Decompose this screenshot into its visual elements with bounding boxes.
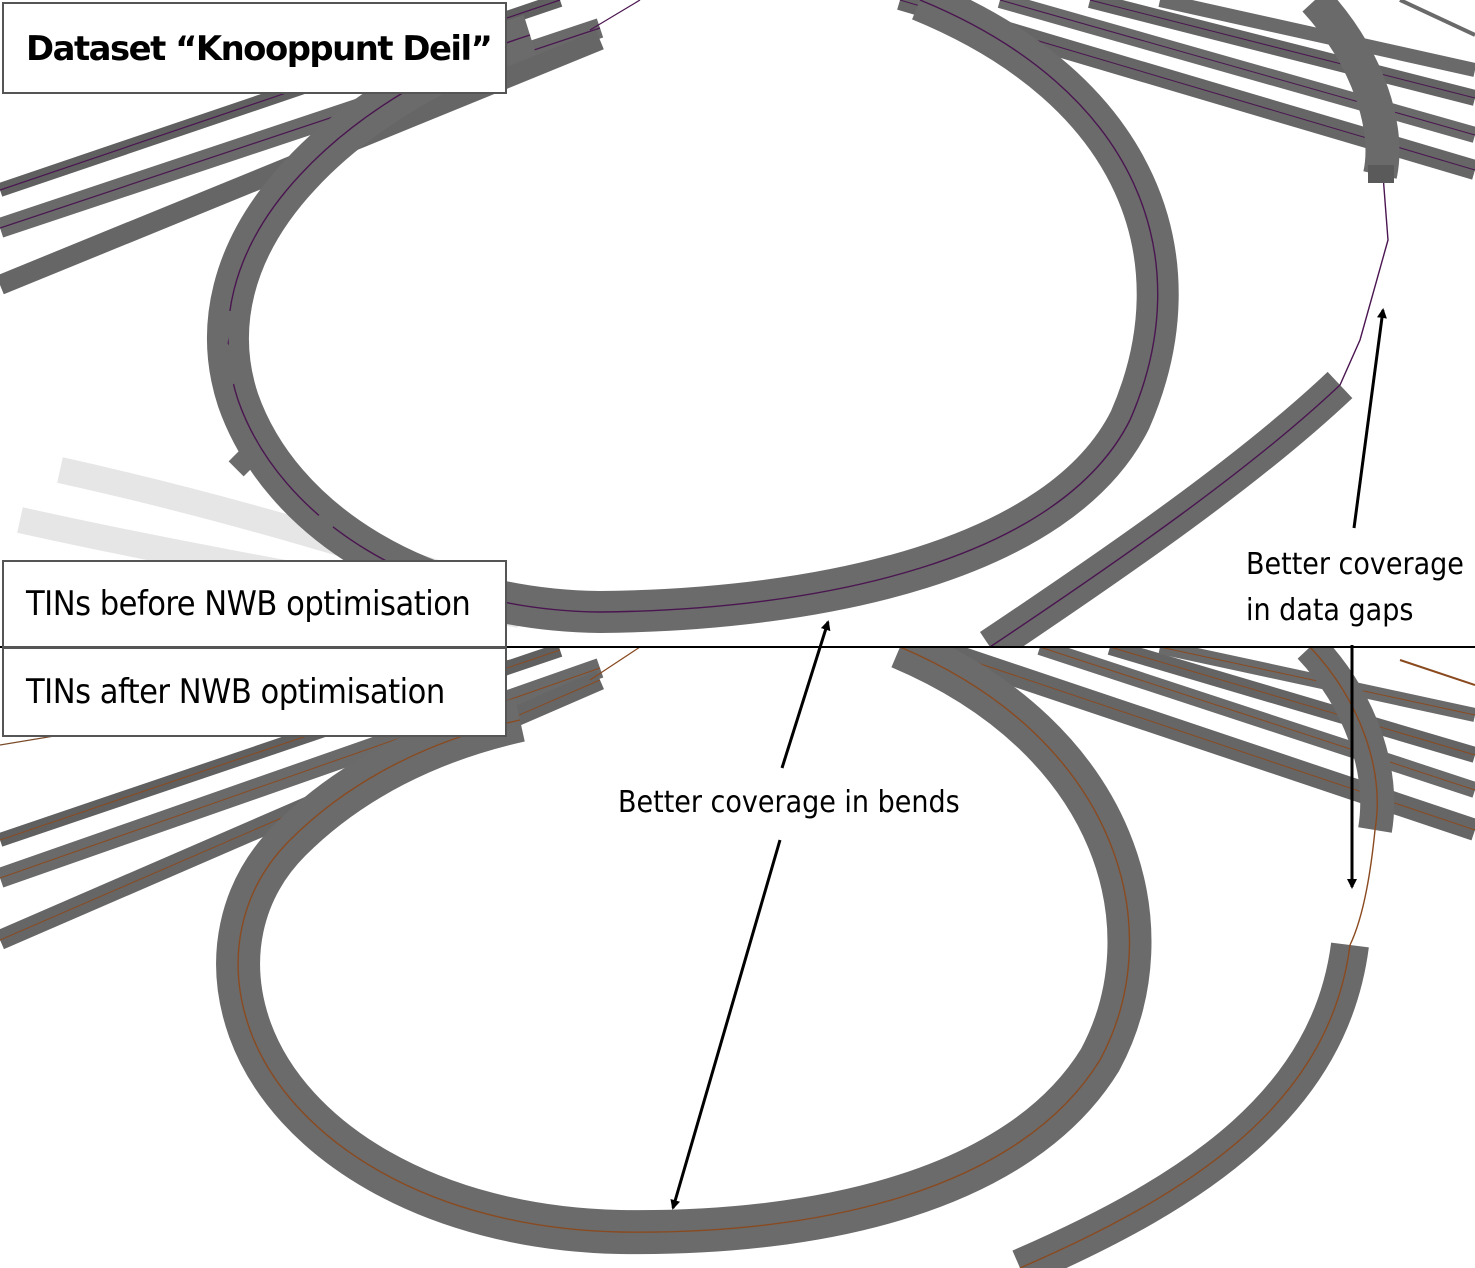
annotation-bends: Better coverage in bends — [612, 780, 966, 826]
ramp-before — [979, 0, 1400, 647]
arrow-gaps-up — [1352, 308, 1387, 529]
annotation-data-gaps-line1: Better coverage — [1246, 547, 1464, 582]
arrow-bends-down — [670, 839, 782, 1210]
annotation-data-gaps: Better coverage in data gaps — [1242, 542, 1468, 634]
panel-label-after: TINs after NWB optimisation — [2, 647, 507, 737]
arrows — [670, 308, 1387, 1210]
loop-road-after — [216, 647, 1152, 1255]
panel-before — [0, 0, 1475, 647]
annotation-data-gaps-line2: in data gaps — [1246, 593, 1414, 628]
panel-label-before: TINs before NWB optimisation — [2, 560, 507, 648]
arrow-bends-up — [780, 620, 831, 769]
panel-after — [0, 647, 1475, 1268]
ramp-after — [1012, 647, 1395, 1268]
loop-road-before — [207, 0, 1179, 633]
figure-title: Dataset “Knooppunt Deil” — [2, 2, 507, 94]
